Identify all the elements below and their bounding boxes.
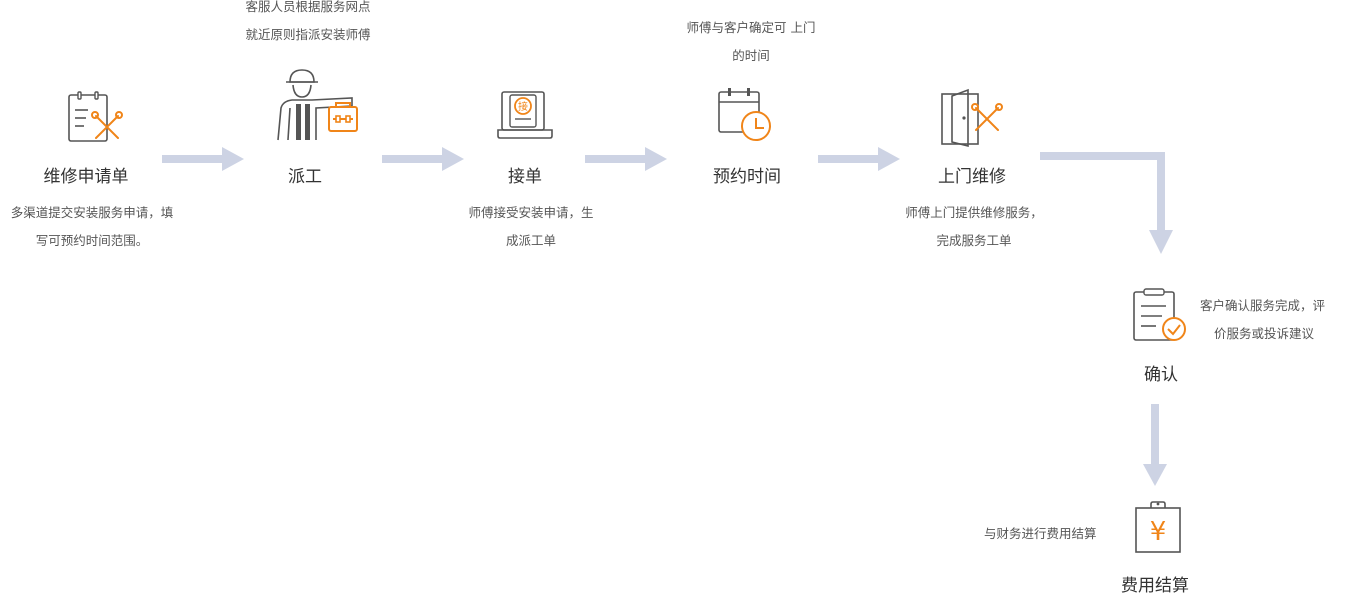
step-title-settle: 费用结算 [1121,576,1189,596]
step-desc-settle: 与财务进行费用结算 [984,520,1097,548]
step-desc-apply: 多渠道提交安装服务申请，填 写可预约时间范围。 [11,199,174,255]
desc-line: 的时间 [732,48,770,63]
flow-arrow [382,147,464,171]
desc-line: 师傅接受安装申请，生 [468,205,594,220]
step-desc-onsite: 师傅上门提供维修服务， 完成服务工单 [905,199,1043,255]
desc-line: 师傅上门提供维修服务， [905,205,1043,220]
desc-line: 就近原则指派安装师傅 [245,27,371,42]
step-desc-accept: 师傅接受安装申请，生 成派工单 [468,199,593,255]
desc-line: 与财务进行费用结算 [984,526,1097,541]
desc-line: 价服务或投诉建议 [1214,326,1315,341]
desc-line: 客服人员根据服务网点 [245,0,371,14]
desc-line: 师傅与客户确定可 上门 [686,20,816,35]
clipboard-tools-icon [66,90,126,146]
step-title-onsite: 上门维修 [938,167,1006,187]
step-desc-appointment: 师傅与客户确定可 上门 的时间 [687,14,816,70]
laptop-order-icon: 接 [496,88,556,144]
flow-arrow-elbow [1040,152,1173,254]
flow-arrow [585,147,667,171]
step-title-apply: 维修申请单 [43,167,129,187]
clipboard-check-icon [1132,288,1188,344]
step-desc-confirm: 客户确认服务完成，评 价服务或投诉建议 [1200,292,1325,348]
flow-arrow [818,147,900,171]
flow-arrow-down [1143,404,1167,486]
yen-symbol: ¥ [1150,517,1167,547]
flow-arrow [162,147,244,171]
desc-line: 完成服务工单 [936,233,1012,248]
step-title-accept: 接单 [508,167,542,187]
desc-line: 写可预约时间范围。 [35,233,149,248]
accept-badge-text: 接 [518,100,528,113]
door-tools-icon [938,88,1004,148]
calendar-clock-icon [716,86,776,146]
step-title-dispatch: 派工 [288,167,322,187]
worker-toolbox-icon [272,64,362,144]
step-desc-dispatch: 客服人员根据服务网点 就近原则指派安装师傅 [245,0,370,49]
step-title-confirm: 确认 [1144,365,1178,385]
desc-line: 多渠道提交安装服务申请，填 [10,205,174,220]
desc-line: 客户确认服务完成，评 [1200,298,1326,313]
clipboard-yen-icon: ¥ [1134,500,1184,554]
desc-line: 成派工单 [505,233,557,248]
step-title-appointment: 预约时间 [713,167,781,187]
